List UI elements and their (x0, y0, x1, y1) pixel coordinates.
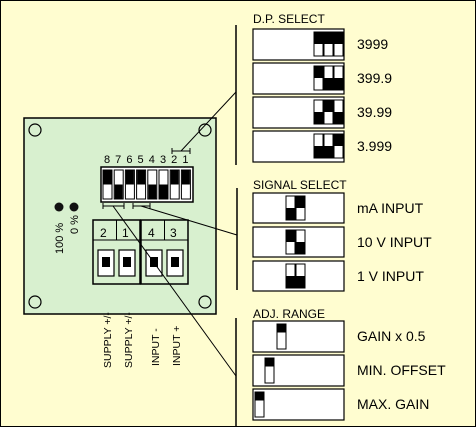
signal-option-1-slider-1 (286, 208, 295, 220)
label-supply-2: SUPPLY +/- (123, 312, 135, 368)
main-dip-slider-8 (103, 170, 112, 185)
terminal-number-2: 2 (100, 226, 107, 240)
main-dip-slider-7 (114, 184, 123, 199)
dp-option-2-slider-3 (334, 78, 343, 90)
terminal-number-4: 4 (148, 226, 155, 240)
main-dip-slider-2 (170, 170, 179, 185)
switch-number-5: 5 (138, 154, 144, 166)
signal-option-label: 1 V INPUT (357, 268, 424, 284)
dp-option-3-slider-3 (334, 112, 343, 124)
dp-option-label: 39.99 (357, 104, 392, 120)
label-input-minus: INPUT - (150, 328, 162, 366)
adj-option-trimmer (264, 357, 275, 384)
leader-dp (180, 91, 237, 152)
dp-option-3-slider-1 (314, 112, 323, 124)
label-input-plus: INPUT + (171, 326, 183, 366)
adj-option-wiper (277, 324, 286, 333)
dp-option-label: 399.9 (357, 70, 392, 86)
label-supply-1: SUPPLY +/- (102, 312, 114, 368)
adj-option-trimmer (254, 391, 265, 418)
adj-range-title: ADJ. RANGE (253, 307, 325, 321)
signal-option-label: mA INPUT (357, 200, 424, 216)
adj-option-wiper (255, 392, 264, 401)
signal-option-1-slider-2 (296, 196, 305, 208)
switch-number-7: 7 (115, 154, 121, 166)
terminal-block-supply (92, 219, 141, 285)
adj-option-label: GAIN x 0.5 (357, 328, 426, 344)
switch-number-3: 3 (160, 154, 166, 166)
switch-number-6: 6 (126, 154, 132, 166)
dp-option-1-slider-3 (334, 32, 343, 44)
dp-option-2-slider-2 (324, 78, 333, 90)
terminal-number-1: 1 (122, 226, 129, 240)
mounting-hole-top-right (198, 123, 212, 137)
signal-select-title: SIGNAL SELECT (253, 178, 347, 192)
pot-dot-0 (69, 202, 79, 212)
signal-option-label: 10 V INPUT (357, 234, 432, 250)
dp-option-1-slider-2 (324, 32, 333, 44)
mounting-hole-bottom-left (28, 295, 42, 309)
pot-dot-100 (54, 202, 64, 212)
signal-option-3-slider-2 (296, 276, 305, 288)
dp-option-1-slider-1 (314, 32, 323, 44)
mounting-hole-top-left (28, 123, 42, 137)
switch-number-2: 2 (171, 154, 177, 166)
mounting-hole-bottom-right (198, 295, 212, 309)
dp-option-label: 3999 (357, 36, 388, 52)
signal-option-2-slider-2 (296, 242, 305, 254)
signal-option-3-slider-1 (286, 276, 295, 288)
section-brackets (235, 25, 238, 427)
main-dip-slider-5 (137, 170, 146, 185)
main-dip-slider-1 (181, 170, 190, 185)
dp-option-2-slider-1 (314, 66, 323, 78)
adj-option-trimmer (276, 323, 287, 350)
signal-select-options: mA INPUT 10 V INPUT 1 V INPUT (252, 192, 432, 292)
label-0-percent: 0 % (69, 215, 81, 234)
dp-option-4-slider-1 (314, 146, 323, 158)
leader-adj (112, 205, 237, 377)
main-dip-slider-3 (159, 184, 168, 199)
adj-option-label: MIN. OFFSET (357, 362, 446, 378)
adj-option-wiper (265, 358, 274, 367)
dp-select-title: D.P. SELECT (253, 12, 325, 26)
main-dip-slider-4 (148, 184, 157, 199)
terminal-number-3: 3 (170, 226, 177, 240)
dp-option-4-slider-2 (324, 146, 333, 158)
adj-option-box (252, 320, 345, 353)
label-100-percent: 100 % (54, 223, 66, 254)
signal-option-2-slider-1 (286, 230, 295, 242)
dp-option-label: 3.999 (357, 138, 392, 154)
dp-option-4-slider-3 (334, 134, 343, 146)
adj-option-box (252, 388, 345, 421)
dp-option-3-slider-2 (324, 100, 333, 112)
leader-signal (140, 205, 238, 236)
adj-option-label: MAX. GAIN (357, 396, 429, 412)
switch-number-4: 4 (149, 154, 155, 166)
main-dip-switches (102, 169, 191, 200)
dp-select-options: 3999 399.9 39.99 3.999 (252, 28, 392, 163)
leader-lines (112, 91, 238, 377)
main-dip-slider-6 (125, 170, 134, 185)
switch-number-1: 1 (182, 154, 188, 166)
switch-number-8: 8 (104, 154, 110, 166)
